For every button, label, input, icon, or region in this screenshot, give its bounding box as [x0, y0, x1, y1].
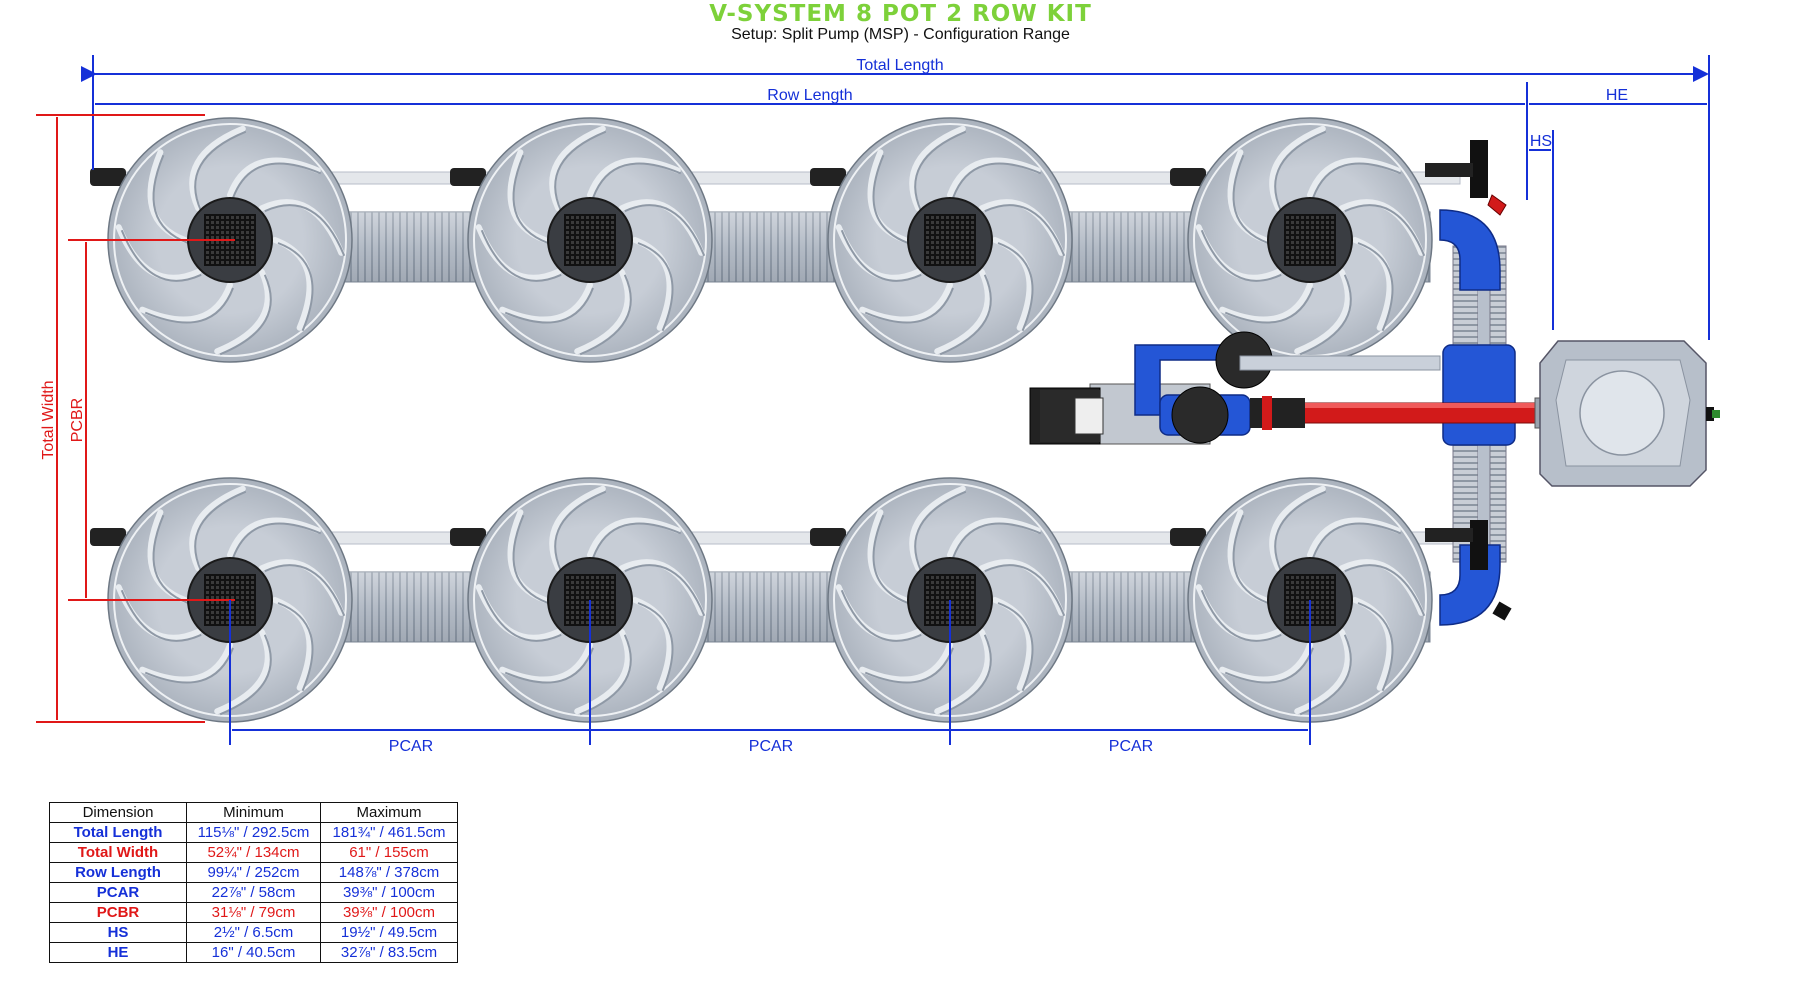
maximum-cell: 19½" / 49.5cm — [320, 922, 458, 943]
minimum-cell: 16" / 40.5cm — [186, 942, 321, 963]
dimension-name-cell: HS — [49, 922, 187, 943]
diagram-title: V-SYSTEM 8 POT 2 ROW KIT — [709, 1, 1092, 27]
valve-icon — [90, 168, 126, 186]
minimum-cell: 99¼" / 252cm — [186, 862, 321, 883]
pump-assembly — [1029, 331, 1441, 445]
he-label: HE — [1606, 87, 1628, 104]
drain-grate-icon — [924, 214, 976, 266]
dimension-name-cell: Total Width — [49, 842, 187, 863]
maximum-cell: 61" / 155cm — [320, 842, 458, 863]
minimum-cell: 52¾" / 134cm — [186, 842, 321, 863]
minimum-cell: 2½" / 6.5cm — [186, 922, 321, 943]
table-header-row: Dimension Minimum Maximum — [49, 802, 458, 823]
maximum-cell: 39⅜" / 100cm — [320, 902, 458, 923]
maximum-cell: 181¾" / 461.5cm — [320, 822, 458, 843]
pcar-label: PCAR — [389, 738, 433, 755]
column-header: Maximum — [320, 802, 458, 823]
total-width-label: Total Width — [40, 380, 57, 459]
hs-label: HS — [1530, 133, 1552, 150]
dimension-name-cell: PCAR — [49, 882, 187, 903]
manifold — [1425, 140, 1516, 626]
total-length-label: Total Length — [856, 57, 943, 74]
dimension-name-cell: Total Length — [49, 822, 187, 843]
drain-grate-icon — [564, 214, 616, 266]
maximum-cell: 148⅞" / 378cm — [320, 862, 458, 883]
valve-icon — [810, 528, 846, 546]
feed-line-red — [1299, 397, 1552, 429]
minimum-cell: 31⅛" / 79cm — [186, 902, 321, 923]
pot-icon — [1170, 477, 1433, 723]
valve-icon — [810, 168, 846, 186]
pcar-label: PCAR — [749, 738, 793, 755]
column-header: Minimum — [186, 802, 321, 823]
dimension-name-cell: HE — [49, 942, 187, 963]
valve-icon — [450, 528, 486, 546]
pot-icon — [1170, 117, 1433, 363]
dimension-name-cell: PCBR — [49, 902, 187, 923]
valve-icon — [1170, 168, 1206, 186]
minimum-cell: 22⅞" / 58cm — [186, 882, 321, 903]
reservoir-icon — [1539, 340, 1720, 487]
pcbr-label: PCBR — [69, 398, 86, 442]
row-length-label: Row Length — [767, 87, 852, 104]
diagram-subtitle: Setup: Split Pump (MSP) - Configuration … — [731, 26, 1070, 43]
dimension-name-cell: Row Length — [49, 862, 187, 883]
pot-icon — [810, 477, 1073, 723]
pot-icon — [450, 117, 713, 363]
drain-grate-icon — [1284, 214, 1336, 266]
pot-icon — [810, 117, 1073, 363]
column-header: Dimension — [49, 802, 187, 823]
pot-group — [90, 117, 1433, 723]
valve-icon — [90, 528, 126, 546]
maximum-cell: 32⅞" / 83.5cm — [320, 942, 458, 963]
dimension-lines — [36, 55, 1710, 745]
pot-icon — [450, 477, 713, 723]
pcar-label: PCAR — [1109, 738, 1153, 755]
minimum-cell: 115⅛" / 292.5cm — [186, 822, 321, 843]
maximum-cell: 39⅜" / 100cm — [320, 882, 458, 903]
valve-icon — [450, 168, 486, 186]
valve-icon — [1170, 528, 1206, 546]
